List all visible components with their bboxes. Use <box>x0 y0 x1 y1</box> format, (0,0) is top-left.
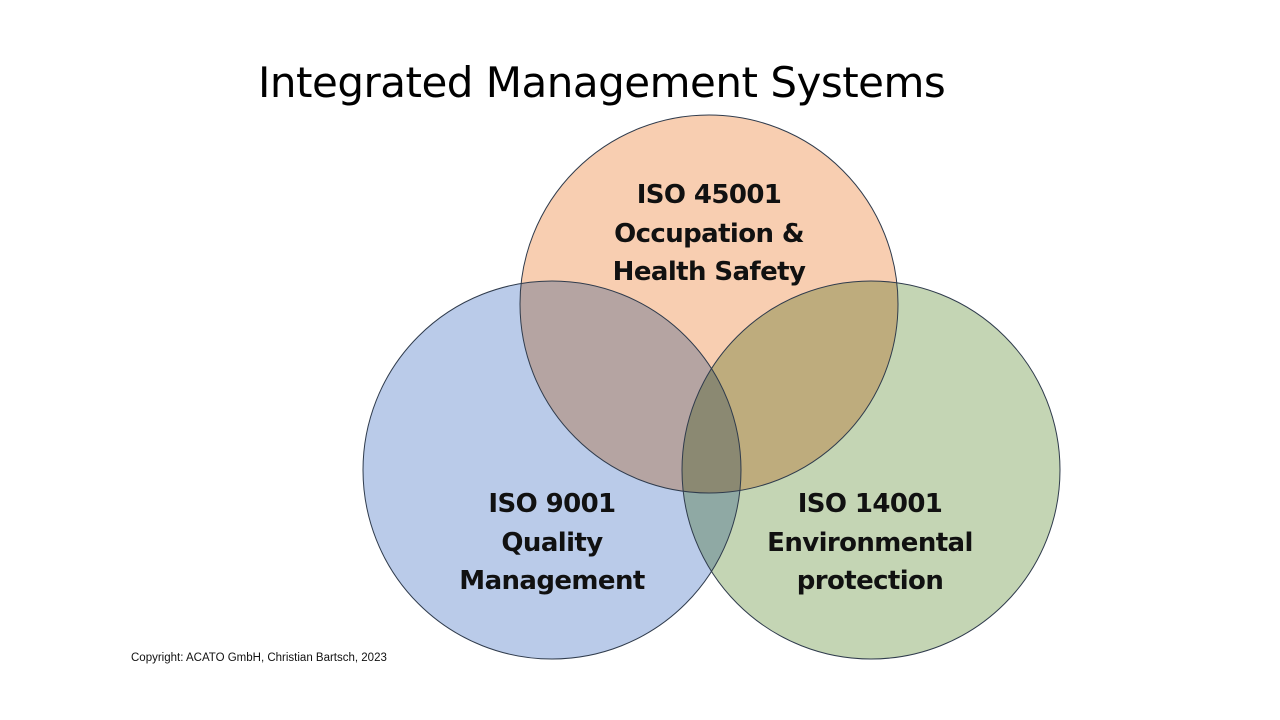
label-iso-14001-line-2: Environmental <box>767 527 973 558</box>
label-iso-9001: ISO 9001 Quality Management <box>459 485 645 601</box>
label-iso-9001-line-1: ISO 9001 <box>488 489 616 519</box>
label-iso-45001-line-1: ISO 45001 <box>636 180 782 210</box>
label-iso-9001-line-2: Quality <box>501 527 603 558</box>
label-iso-45001-line-2: Occupation & <box>614 218 804 249</box>
circle-outline-iso-45001 <box>519 114 899 494</box>
circle-outline-iso-14001 <box>681 280 1061 660</box>
label-iso-14001-line-1: ISO 14001 <box>797 489 943 519</box>
label-iso-14001-line-3: protection <box>796 566 944 596</box>
circle-iso-9001 <box>363 281 741 659</box>
label-iso-9001-line-3: Management <box>459 566 645 596</box>
label-iso-45001-line-3: Health Safety <box>612 257 806 287</box>
slide-title: Integrated Management Systems <box>258 58 946 107</box>
label-iso-14001: ISO 14001 Environmental protection <box>767 485 973 601</box>
copyright-notice: Copyright: ACATO GmbH, Christian Bartsch… <box>131 652 387 664</box>
label-iso-45001: ISO 45001 Occupation & Health Safety <box>613 176 806 292</box>
circle-outline-iso-9001 <box>362 280 742 660</box>
circle-iso-14001 <box>682 281 1060 659</box>
